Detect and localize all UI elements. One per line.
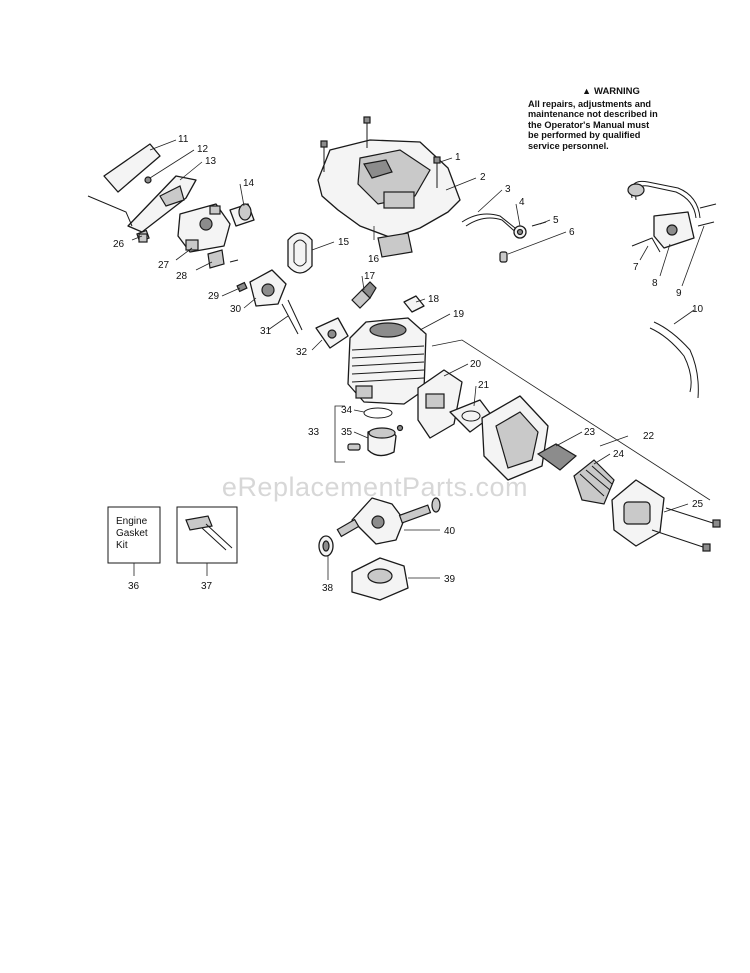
callout-18: 18 xyxy=(428,294,440,305)
callout-4: 4 xyxy=(519,197,525,208)
warning-line-3: the Operator's Manual must xyxy=(528,119,650,130)
callout-3: 3 xyxy=(505,184,511,195)
warning-heading: ▲WARNING xyxy=(528,86,694,98)
grommet-part xyxy=(499,251,508,263)
carb-gasket-part xyxy=(207,249,225,269)
intake-boot-part xyxy=(315,317,349,349)
warning-line-4: be performed by qualified xyxy=(528,130,641,141)
warning-title-text: WARNING xyxy=(594,86,640,97)
piston-ring-part xyxy=(363,407,393,419)
warning-line-2: maintenance not described in xyxy=(528,109,658,120)
callout-36: 36 xyxy=(128,581,140,592)
spark-plug-boot-part xyxy=(403,295,425,313)
callout-33: 33 xyxy=(308,427,320,438)
callout-17: 17 xyxy=(364,271,376,282)
muffler-screen-part xyxy=(573,459,615,505)
callout-27: 27 xyxy=(158,260,170,271)
gasket-kit-box: Engine Gasket Kit xyxy=(107,506,161,564)
insulator-part xyxy=(249,269,287,307)
callout-11: 11 xyxy=(178,134,189,145)
callout-13: 13 xyxy=(205,156,217,167)
callout-14: 14 xyxy=(243,178,255,189)
muffler-gasket-part xyxy=(417,369,463,439)
callout-39: 39 xyxy=(444,574,456,585)
callout-21: 21 xyxy=(478,380,490,391)
callout-1: 1 xyxy=(455,152,461,163)
callout-7: 7 xyxy=(633,262,639,273)
kit-line-1: Engine xyxy=(116,516,148,527)
cover-screws xyxy=(320,116,441,188)
kit-line-3: Kit xyxy=(116,540,128,551)
callout-10: 10 xyxy=(692,304,704,315)
tool-kit-box xyxy=(176,506,238,564)
callout-15: 15 xyxy=(338,237,350,248)
warning-line-1: All repairs, adjustments and xyxy=(528,98,652,109)
callout-24: 24 xyxy=(613,449,625,460)
callout-26: 26 xyxy=(113,239,125,250)
ignition-wire-part xyxy=(649,321,699,399)
piston-kit-bracket xyxy=(334,405,345,463)
gasket-ring-part xyxy=(287,232,313,274)
callout-37: 37 xyxy=(201,581,213,592)
choke-knob-part xyxy=(513,225,527,239)
muffler-bracket-line xyxy=(431,339,711,501)
callout-numbers: 1 2 3 4 5 6 7 8 9 10 11 12 13 14 15 16 1… xyxy=(113,134,704,594)
cylinder-part xyxy=(347,317,427,405)
callout-38: 38 xyxy=(322,583,334,594)
callout-40: 40 xyxy=(444,526,456,537)
callout-20: 20 xyxy=(470,359,482,370)
kit-line-2: Gasket xyxy=(116,528,148,539)
callout-8: 8 xyxy=(652,278,658,289)
top-cover-part xyxy=(317,139,461,239)
decal-part xyxy=(373,226,413,258)
callout-16: 16 xyxy=(368,254,380,265)
callout-34: 34 xyxy=(341,405,353,416)
callout-28: 28 xyxy=(176,271,188,282)
warning-line-5: service personnel. xyxy=(528,140,609,151)
callout-32: 32 xyxy=(296,347,308,358)
callout-31: 31 xyxy=(260,326,272,337)
crank-seal-part xyxy=(318,535,334,557)
crankshaft-part xyxy=(336,497,441,545)
callout-19: 19 xyxy=(453,309,465,320)
callout-35: 35 xyxy=(341,427,353,438)
throttle-trigger-part xyxy=(87,143,197,233)
callout-22: 22 xyxy=(643,431,655,442)
muffler-bolts-part xyxy=(651,507,721,552)
spark-screen-part xyxy=(536,443,578,471)
callout-5: 5 xyxy=(553,215,559,226)
warning-triangle-icon: ▲ xyxy=(582,86,591,96)
warning-notice: ▲WARNING All repairs, adjustments and ma… xyxy=(528,86,694,152)
callout-29: 29 xyxy=(208,291,220,302)
carburetor-part xyxy=(177,203,231,253)
callout-12: 12 xyxy=(197,144,209,155)
leader-lines xyxy=(131,139,705,580)
crankcase-half-part xyxy=(351,557,409,601)
callout-2: 2 xyxy=(480,172,486,183)
callout-6: 6 xyxy=(569,227,575,238)
ignition-module-part xyxy=(627,180,717,253)
callout-23: 23 xyxy=(584,427,596,438)
callout-30: 30 xyxy=(230,304,242,315)
muffler-body-part xyxy=(481,395,549,481)
callout-9: 9 xyxy=(676,288,682,299)
piston-part xyxy=(347,424,404,457)
spark-plug-part xyxy=(351,281,377,309)
muffler-cover-part xyxy=(611,479,665,547)
fastener-parts xyxy=(138,233,303,335)
callout-25: 25 xyxy=(692,499,704,510)
choke-rod-part xyxy=(461,213,521,237)
intake-adapter-part xyxy=(229,203,255,227)
